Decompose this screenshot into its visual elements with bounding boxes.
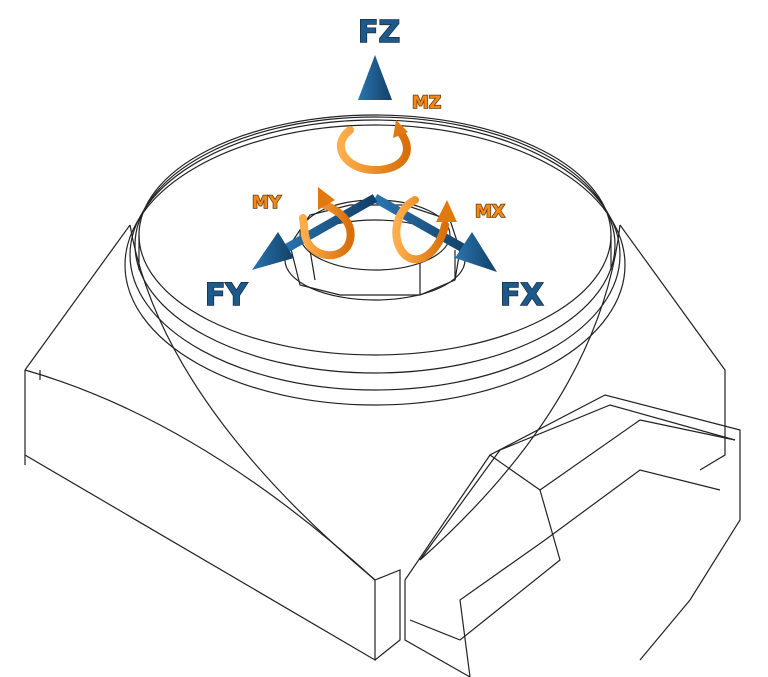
fx-arrow-shaft <box>372 194 473 256</box>
mz-arrow-head <box>393 120 408 138</box>
label-my: MY <box>252 193 282 213</box>
force-axes <box>252 55 497 272</box>
label-fy: FY <box>205 278 248 313</box>
label-fx: FX <box>500 278 544 313</box>
label-mx: MX <box>475 202 505 222</box>
moment-arrows <box>299 120 457 264</box>
fx-arrow-head <box>455 232 497 272</box>
mz-arrow <box>336 126 411 175</box>
mx-arrow-head <box>436 200 457 222</box>
label-mz: MZ <box>412 93 441 113</box>
my-arrow-head <box>318 187 335 210</box>
fy-arrow-head <box>252 232 294 270</box>
label-fz: FZ <box>358 15 400 50</box>
fz-arrow-head <box>358 55 392 100</box>
mx-arrow <box>392 196 449 264</box>
my-arrow <box>299 201 355 260</box>
fy-arrow-shaft <box>277 194 378 256</box>
